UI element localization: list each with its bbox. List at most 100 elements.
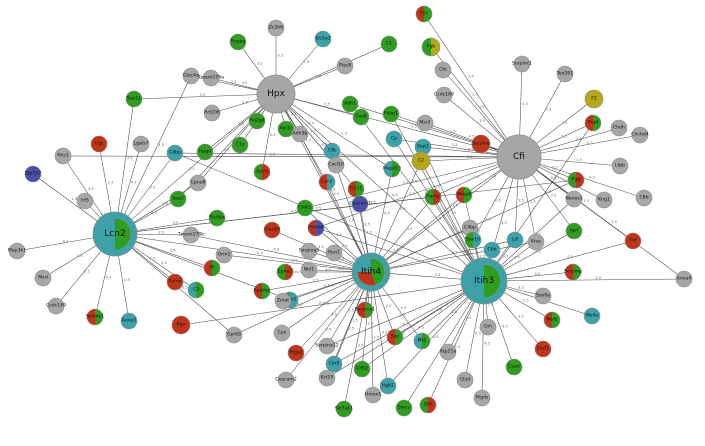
gene-node-sostdc1[interactable]: Sostdc1 [86,308,104,326]
gene-node-sox11[interactable]: Sox11 [125,90,143,108]
gene-node-msr2[interactable]: Msr2 [416,114,434,132]
gene-node-cldn1[interactable]: Cldn1 [296,199,314,217]
gene-node-mapk13[interactable]: Mapk13 [383,160,401,178]
gene-node-gpr65[interactable]: Gpr65 [225,326,243,344]
gene-node-clec4d[interactable]: Clec4d [263,221,281,239]
hub-node-hpx[interactable]: Hpx [256,74,296,114]
gene-node-slc7a11[interactable]: Slc7a11 [335,400,353,418]
gene-node-tex261[interactable]: Tex261 [556,65,574,83]
gene-node-csn2[interactable]: Csn2 [318,173,336,191]
gene-node-ptgs2[interactable]: Ptgs2 [287,344,305,362]
gene-node-rnpep[interactable]: Rnpep [229,33,247,51]
gene-node-zc3h6[interactable]: Zc3h6 [267,19,285,37]
gene-node-c2[interactable]: C2 [411,151,431,171]
gene-node-ptgds[interactable]: Ptgds [473,389,491,407]
gene-node-hpgd[interactable]: Hpgd [196,143,214,161]
gene-node-sox9a[interactable]: Sox9a [534,287,552,305]
gene-node-f2[interactable]: F2 [584,89,604,109]
gene-node-ifi[interactable]: Ifi [203,259,221,277]
gene-node-zfp157[interactable]: Zfp157 [24,165,42,183]
gene-node-c8b[interactable]: C8b [635,189,653,207]
gene-node-ctsd[interactable]: Ctsd [456,371,474,389]
gene-node-serpinc1[interactable]: Serpinc1 [512,55,532,73]
gene-node-saa3[interactable]: Saa3 [169,190,187,208]
gene-node-cpe[interactable]: Cpe [273,324,291,342]
gene-node-rrt206[interactable]: Rrt206 [203,104,221,122]
gene-node-mmp8[interactable]: Mmp8 [455,186,473,204]
gene-node-cuzd[interactable]: Cuzd [505,358,523,376]
gene-node-ltbb[interactable]: Ltbb [611,157,629,175]
gene-node-orm1[interactable]: Orm1 [215,246,233,264]
gene-node-hamp[interactable]: Hamp [424,188,442,206]
gene-node-sox10[interactable]: Sox10 [464,231,482,249]
gene-node-pla2g4[interactable]: Pla2g4 [248,112,266,130]
hub-node-itih4[interactable]: Itih4 [351,252,391,292]
gene-node-ebf[interactable]: Ebf [419,396,437,414]
gene-node-kng1[interactable]: Kng1 [595,191,613,209]
gene-node-slc5a2[interactable]: Slc5a2 [314,30,332,48]
gene-node-ceacam2[interactable]: Ceacam2 [275,371,297,389]
gene-node-sorcs[interactable]: Sorcs [395,399,413,417]
gene-node-fkbp1[interactable]: Fkbp1 [382,105,400,123]
hub-node-lcn2[interactable]: Lcn2 [92,211,138,257]
gene-node-tmem176a[interactable]: Tmem176a [197,69,224,87]
gene-node-zmat[interactable]: Zmat [274,292,292,310]
gene-node-psmb8[interactable]: Psmb8 [307,219,325,237]
gene-node-atp11a[interactable]: Atp11a [439,343,457,361]
gene-node-ugt[interactable]: Ugt [90,135,108,153]
gene-node-c4bp[interactable]: C4bp [166,144,184,162]
gene-node-bgn[interactable]: Bgn [171,315,191,335]
gene-node-c1s[interactable]: C1s [231,136,249,154]
gene-node-plac8[interactable]: Plac8 [336,57,354,75]
gene-node-cxcl10[interactable]: Cxcl10 [327,156,345,174]
gene-node-serpina[interactable]: Serpina [471,134,491,154]
gene-node-ltf[interactable]: Ltf [506,231,524,249]
hub-node-cfi[interactable]: Cfi [496,134,542,180]
gene-node-nid1[interactable]: Nid1 [300,261,318,279]
gene-node-serpina12[interactable]: Serpina12 [315,337,339,355]
gene-node-krt19[interactable]: Krt19 [318,369,336,387]
gene-node-apobec[interactable]: Apobec [253,282,271,300]
gene-node-itgb2[interactable]: Itgb2 [379,377,397,395]
gene-node-slpi[interactable]: Slpi [386,328,404,346]
gene-node-irf5[interactable]: Irf5 [76,192,94,210]
gene-node-gm[interactable]: Gm [479,318,497,336]
gene-node-adh3b[interactable]: Adh3b [291,125,309,143]
gene-node-cfb[interactable]: Cfb [323,142,341,160]
gene-node-mt2[interactable]: Mt2 [413,332,431,350]
gene-node-anxa5[interactable]: Anxa5 [120,312,138,330]
gene-node-fgb[interactable]: Fgb [421,37,441,57]
gene-node-cd52[interactable]: Cd52 [353,360,371,378]
gene-node-c1[interactable]: C1 [380,35,398,53]
gene-node-prg4[interactable]: Prg4 [584,114,602,132]
gene-node-serping[interactable]: Serping [564,263,582,281]
gene-node-cpne8[interactable]: Cpne8 [189,174,207,192]
gene-node-cp[interactable]: Cp [385,130,403,148]
gene-node-rorb[interactable]: Rorb [543,311,561,329]
gene-node-f2r[interactable]: F2r [415,5,433,23]
gene-node-lgals7[interactable]: Lgals7 [132,135,150,153]
gene-node-chchd4[interactable]: Chchd4 [631,126,649,144]
gene-node-kras[interactable]: Kras [527,233,545,251]
hub-node-itih3[interactable]: Itih3 [460,257,508,305]
gene-node-car5[interactable]: Car5 [325,355,343,373]
gene-node-akr1c[interactable]: Akr1c [277,120,295,138]
gene-node-cfe[interactable]: Cfe [434,61,452,79]
gene-node-c6b[interactable]: C6b [483,241,501,259]
gene-node-igsf[interactable]: Igsf [565,222,583,240]
gene-node-anxa4[interactable]: Anxa4 [675,270,693,288]
gene-node-serpina3[interactable]: Serpina3 [299,242,320,260]
gene-node-hmox1[interactable]: Hmox1 [364,386,382,404]
gene-node-chdh[interactable]: Chdh [610,119,628,137]
gene-node-ren1[interactable]: Ren1 [325,244,343,262]
gene-node-tnf[interactable]: Tnf [624,232,642,250]
gene-node-ccdc169[interactable]: Ccdc169 [434,86,454,104]
gene-node-tmem178b[interactable]: Tmem178b [177,226,204,244]
gene-node-slc46a[interactable]: Slc46a [208,209,226,227]
gene-node-epha2[interactable]: Epha2 [276,263,294,281]
gene-node-cxcl1[interactable]: Cxcl1 [534,340,552,358]
gene-node-adh1[interactable]: Adh1 [341,95,359,113]
gene-node-clec4e[interactable]: Clec4e [182,67,200,85]
gene-node-fgg[interactable]: Fgg [567,171,585,189]
gene-node-ceacam1[interactable]: Ceacam1 [349,195,371,213]
